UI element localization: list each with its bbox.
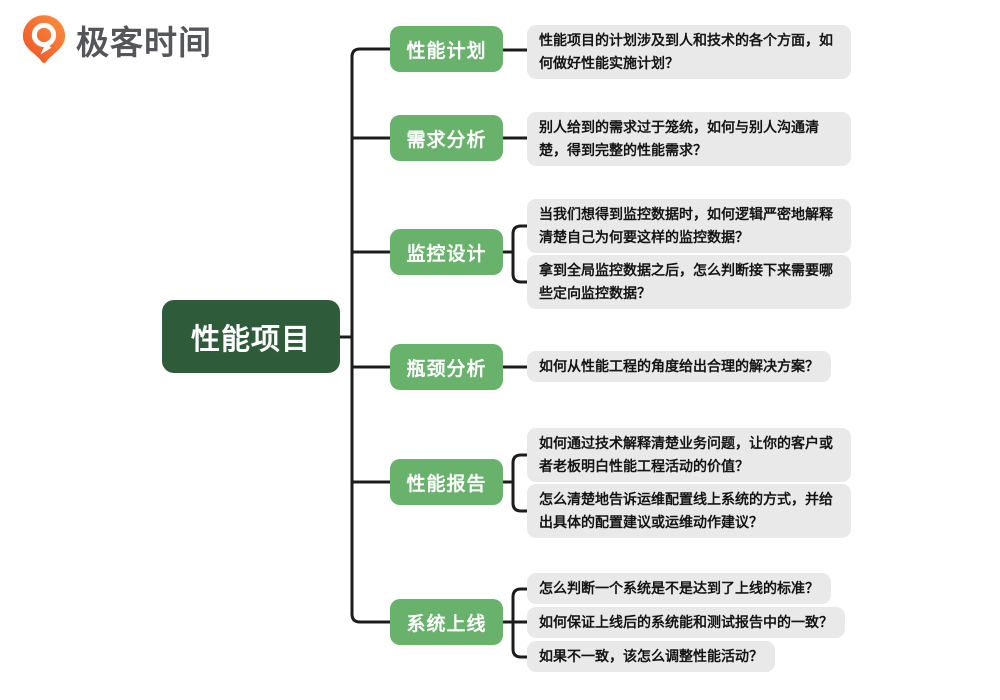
branch-node-monitoring-design: 监控设计 [390, 229, 503, 275]
leaf-note-monitoring-1: 当我们想得到监控数据时，如何逻辑严密地解释清楚自己为何要这样的监控数据？ [527, 199, 851, 253]
leaf-note-monitoring-2: 拿到全局监控数据之后，怎么判断接下来需要哪些定向监控数据？ [527, 255, 851, 309]
connector-trunk [350, 47, 392, 624]
branch-node-performance-plan: 性能计划 [390, 26, 503, 72]
branch-node-system-launch: 系统上线 [390, 599, 503, 645]
connector-bracket-5 [511, 453, 529, 513]
leaf-note-plan-1: 性能项目的计划涉及到人和技术的各个方面，如何做好性能实施计划？ [527, 25, 851, 79]
leaf-note-report-2: 怎么清楚地告诉运维配置线上系统的方式，并给出具体的配置建议或运维动作建议？ [527, 484, 851, 538]
branch-node-requirement-analysis: 需求分析 [390, 115, 503, 161]
leaf-note-launch-1: 怎么判断一个系统是不是达到了上线的标准？ [527, 573, 831, 604]
leaf-note-bottleneck-1: 如何从性能工程的角度给出合理的解决方案？ [527, 351, 831, 382]
connector-bracket-6 [511, 587, 529, 659]
logo-text: 极客时间 [76, 24, 212, 61]
branch-node-performance-report: 性能报告 [390, 459, 503, 505]
leaf-note-launch-2: 如何保证上线后的系统能和测试报告中的一致？ [527, 607, 845, 638]
leaf-note-launch-3: 如果不一致，该怎么调整性能活动？ [527, 641, 775, 672]
branch-node-bottleneck-analysis: 瓶颈分析 [390, 344, 503, 390]
leaf-note-report-1: 如何通过技术解释清楚业务问题，让你的客户或者老板明白性能工程活动的价值？ [527, 428, 851, 482]
root-node-performance-project: 性能项目 [162, 300, 340, 373]
geektime-pin-icon [22, 15, 66, 63]
logo: 极客时间 [22, 14, 212, 66]
connector-bracket-3 [511, 224, 529, 284]
leaf-note-requirement-1: 别人给到的需求过于笼统，如何与别人沟通清楚，得到完整的性能需求？ [527, 112, 851, 166]
